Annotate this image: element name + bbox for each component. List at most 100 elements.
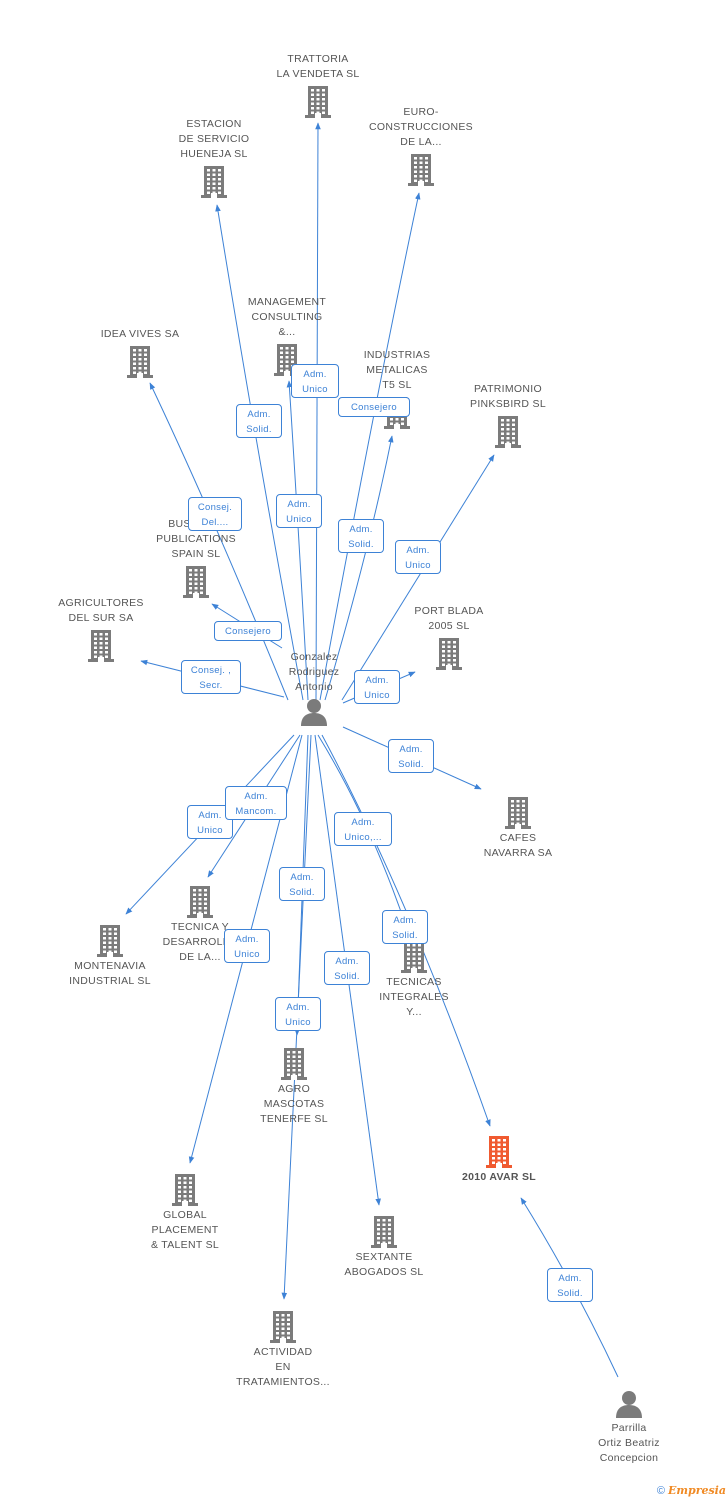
node-label-line: DE SERVICIO	[178, 133, 250, 145]
relation-label-estacion[interactable]: Adm.Solid.	[236, 404, 282, 438]
building-icon	[270, 1311, 296, 1343]
relation-label-port-blada[interactable]: Adm.Unico	[354, 670, 400, 704]
relation-edge-gonzalez-trattoria	[315, 122, 321, 701]
relation-label-line: Unico	[405, 560, 431, 571]
node-label-line: Y...	[406, 1006, 422, 1018]
node-label-line: Rodriguez	[288, 666, 340, 678]
node-label-line: METALICAS	[366, 364, 428, 376]
node-label-line: PINKSBIRD SL	[470, 398, 546, 410]
relation-label-line: Adm.	[393, 915, 417, 926]
node-label-line: Parrilla	[611, 1422, 647, 1434]
relation-label-patrimonio[interactable]: Adm.Unico	[395, 540, 441, 574]
relation-label-line: Adm.	[286, 1002, 310, 1013]
node-label-line: DEL SUR SA	[68, 612, 134, 624]
relation-label-tecnica-des[interactable]: Adm.Mancom.	[225, 786, 287, 820]
node-label-line: &...	[278, 326, 296, 338]
node-label-line: PATRIMONIO	[474, 383, 542, 395]
building-icon	[201, 166, 227, 198]
node-label-line: DE LA...	[400, 136, 442, 148]
node-label-line: SPAIN SL	[171, 548, 221, 560]
relation-label-line: Consej.	[197, 502, 233, 513]
node-label-line: TECNICAS	[386, 976, 442, 988]
brand-name: Empresia	[667, 1484, 726, 1497]
relation-label-idea-vives[interactable]: Consej.Del....	[188, 497, 242, 531]
node-label-line: & TALENT SL	[150, 1239, 220, 1251]
node-label-line: LA VENDETA SL	[276, 68, 360, 80]
node-label-line: HUENEJA SL	[180, 148, 248, 160]
relation-label-line: Adm.	[244, 791, 268, 802]
person-icon	[301, 699, 327, 726]
relation-label-line: Adm.	[558, 1273, 582, 1284]
relation-label-industrias[interactable]: Adm.Solid.	[338, 519, 384, 553]
relation-label-avar[interactable]: Adm. Solid.	[547, 1268, 593, 1302]
node-label-line: DESARROLLO	[162, 936, 238, 948]
node-label-line: EURO-	[403, 106, 439, 118]
node-label-line: Gonzalez	[290, 651, 338, 663]
building-icon	[401, 941, 427, 973]
relation-label-sextante[interactable]: Adm.Solid.	[324, 951, 370, 985]
node-label-line: INDUSTRIAL SL	[69, 975, 151, 987]
relation-label-agro[interactable]: Adm.Solid.	[279, 867, 325, 901]
relation-label-management[interactable]: Adm.Unico	[276, 494, 322, 528]
relation-label-cafes[interactable]: Adm.Solid.	[388, 739, 434, 773]
building-icon	[486, 1136, 512, 1168]
node-label-line: AGRICULTORES	[58, 597, 144, 609]
relation-label-agricultores[interactable]: Consej. ,Secr.	[181, 660, 241, 694]
relation-label-trattoria[interactable]: Adm.Unico	[291, 364, 339, 398]
node-label-line: PUBLICATIONS	[156, 533, 236, 545]
copyright-symbol: ©	[656, 1485, 665, 1497]
node-label-line: 2005 SL	[428, 620, 470, 632]
node-label-line: Ortiz Beatriz	[598, 1437, 660, 1449]
node-label: PATRIMONIO PINKSBIRD SL	[443, 382, 573, 412]
relation-label-line: Solid.	[392, 930, 418, 941]
node-label-line: MASCOTAS	[263, 1098, 325, 1110]
node-label-line: T5 SL	[382, 379, 412, 391]
company-node-patrimonio[interactable]: PATRIMONIO PINKSBIRD SL	[443, 382, 573, 450]
relation-label-avar[interactable]: Adm. Solid.	[382, 910, 428, 944]
relation-label-business[interactable]: Consejero	[214, 621, 282, 641]
company-node-agricultores[interactable]: AGRICULTORES DEL SUR SA	[36, 596, 166, 664]
relation-label-line: Adm.	[247, 409, 271, 420]
node-label-line: 2010 AVAR SL	[461, 1171, 536, 1183]
relation-label-actividad[interactable]: Adm.Unico	[275, 997, 321, 1031]
node-label-line: CAFES	[499, 832, 537, 844]
relation-label-line: Adm.	[198, 810, 222, 821]
node-label-line: CONSULTING	[251, 311, 323, 323]
company-node-cafes[interactable]: CAFES NAVARRA SA	[453, 793, 583, 861]
node-label-line: NAVARRA SA	[483, 847, 553, 859]
node-label-line: GLOBAL	[163, 1209, 207, 1221]
relation-label-line: Solid.	[557, 1288, 583, 1299]
node-label-line: TECNICA Y	[171, 921, 229, 933]
relation-label-line: Consejero	[350, 402, 397, 413]
relation-label-line: Solid.	[289, 887, 315, 898]
relation-label-global[interactable]: Adm.Unico	[224, 929, 270, 963]
relation-label-tecnicas-int[interactable]: Adm.Unico,...	[334, 812, 392, 846]
building-icon	[505, 797, 531, 829]
company-node-idea-vives[interactable]: IDEA VIVES SA	[75, 327, 205, 380]
relation-label-line: Adm.	[349, 524, 373, 535]
company-node-avar[interactable]: 2010 AVAR SL	[434, 1132, 564, 1185]
relation-label-line: Adm.	[287, 499, 311, 510]
building-icon	[371, 1216, 397, 1248]
relation-label-euro[interactable]: Consejero	[338, 397, 410, 417]
